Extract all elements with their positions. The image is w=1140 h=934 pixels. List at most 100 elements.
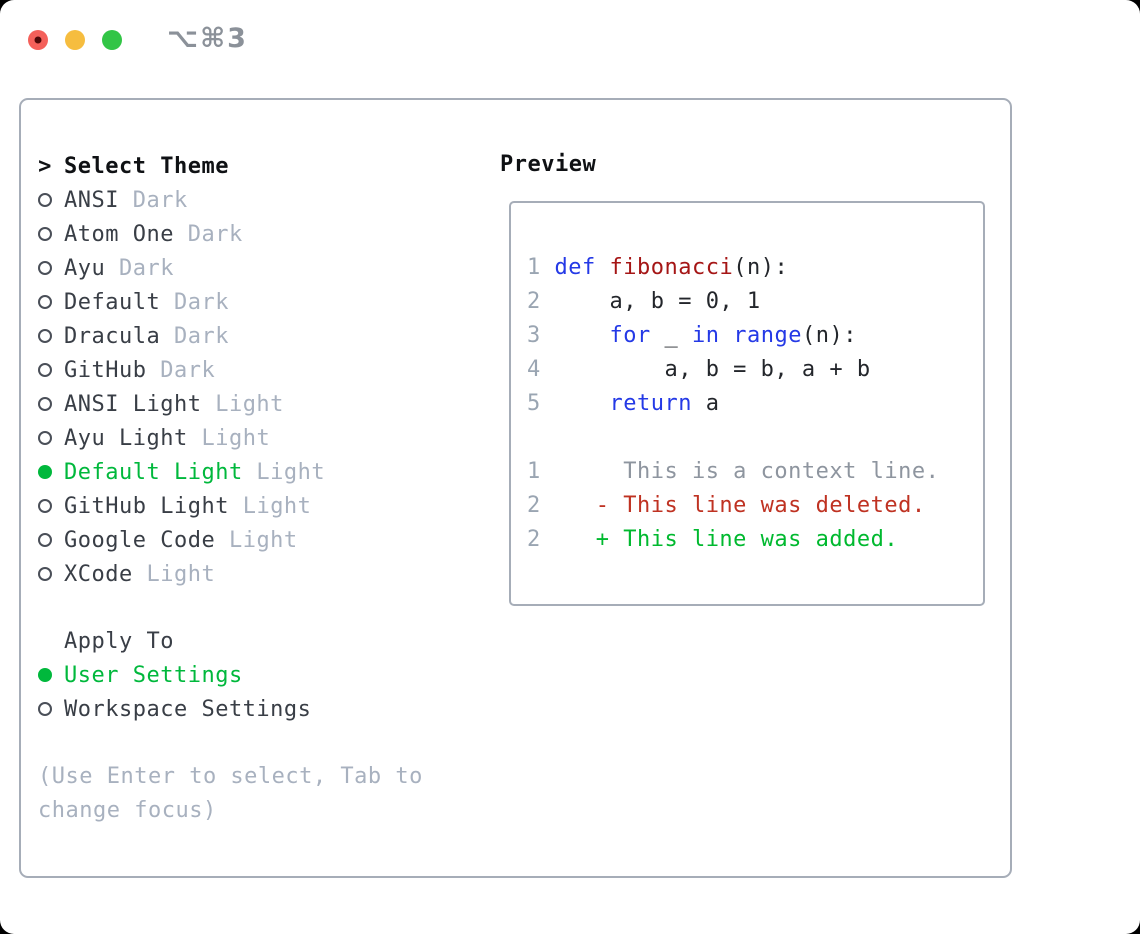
- radio-icon: [38, 431, 52, 445]
- theme-option[interactable]: Ayu Dark: [38, 251, 325, 285]
- option-variant: Dark: [160, 323, 229, 349]
- theme-option[interactable]: ANSI Light Light: [38, 387, 325, 421]
- option-variant: Light: [132, 561, 216, 587]
- code-token: a, b = 0, 1: [540, 289, 761, 314]
- code-token: (n):: [733, 255, 789, 280]
- code-token: return: [609, 391, 692, 416]
- window-title: ⌥⌘3: [167, 23, 248, 54]
- preview-box: [509, 201, 985, 606]
- code-token: in: [691, 323, 720, 348]
- help-text: (Use Enter to select, Tab to change focus…: [38, 760, 423, 828]
- line-number: 2: [527, 527, 541, 552]
- code-token: for: [609, 323, 651, 348]
- radio-icon: [38, 567, 52, 581]
- option-label: User Settings: [64, 662, 243, 688]
- close-button[interactable]: [28, 30, 48, 50]
- radio-icon: [38, 295, 52, 309]
- option-label: Default Light: [64, 459, 243, 485]
- zoom-button[interactable]: [102, 30, 122, 50]
- code-token: a, b = b, a + b: [540, 357, 871, 382]
- radio-icon: [38, 261, 52, 275]
- option-variant: Light: [228, 493, 312, 519]
- option-label: Ayu Light: [64, 425, 188, 451]
- option-label: Ayu: [64, 255, 106, 281]
- line-number: 1: [527, 255, 541, 280]
- apply-to-header-label: Apply To: [64, 628, 174, 654]
- code-token: - This line was deleted.: [540, 493, 926, 518]
- theme-option[interactable]: GitHub Dark: [38, 353, 325, 387]
- radio-icon: [38, 533, 52, 547]
- option-variant: Dark: [105, 255, 174, 281]
- code-token: + This line was added.: [540, 527, 899, 552]
- titlebar: [28, 30, 122, 50]
- option-label: Default: [64, 289, 161, 315]
- line-number: 5: [527, 391, 541, 416]
- code-token: range: [733, 323, 802, 348]
- preview-line: 2 + This line was added.: [527, 523, 939, 557]
- option-variant: Light: [215, 527, 298, 553]
- option-variant: Light: [187, 425, 271, 451]
- code-token: [719, 323, 733, 348]
- line-number: 4: [527, 357, 541, 382]
- theme-selector-panel: [19, 98, 1012, 878]
- preview-line: 3 for _ in range(n):: [527, 319, 939, 353]
- theme-option[interactable]: GitHub Light Light: [38, 489, 325, 523]
- theme-option[interactable]: ANSI Dark: [38, 183, 325, 217]
- code-token: fibonacci: [609, 255, 734, 280]
- code-token: [541, 255, 555, 280]
- code-token: (n):: [801, 323, 857, 348]
- theme-option[interactable]: Dracula Dark: [38, 319, 325, 353]
- option-variant: Light: [242, 459, 326, 485]
- minimize-button[interactable]: [65, 30, 85, 50]
- code-token: def: [554, 255, 596, 280]
- line-number: 2: [527, 493, 541, 518]
- line-number: 1: [527, 459, 541, 484]
- option-label: GitHub Light: [64, 493, 229, 519]
- option-variant: Dark: [173, 221, 243, 247]
- code-token: [541, 391, 610, 416]
- option-label: Google Code: [64, 527, 216, 553]
- radio-selected-icon: [38, 668, 52, 682]
- preview-line: 4 a, b = b, a + b: [527, 353, 939, 387]
- option-label: ANSI Light: [64, 391, 202, 417]
- code-token: [541, 323, 610, 348]
- radio-icon: [38, 329, 52, 343]
- preview-line: [527, 421, 939, 455]
- code-token: [596, 255, 610, 280]
- radio-icon: [38, 702, 52, 716]
- help-text-line: (Use Enter to select, Tab to: [38, 764, 423, 789]
- option-label: GitHub: [64, 357, 147, 383]
- preview-line: 5 return a: [527, 387, 939, 421]
- radio-icon: [38, 227, 52, 241]
- theme-option[interactable]: Atom One Dark: [38, 217, 325, 251]
- theme-option[interactable]: Ayu Light Light: [38, 421, 325, 455]
- code-token: _: [650, 323, 692, 348]
- preview-line: 1 This is a context line.: [527, 455, 939, 489]
- theme-option[interactable]: XCode Light: [38, 557, 325, 591]
- apply-to-option[interactable]: User Settings: [38, 658, 311, 692]
- theme-option[interactable]: Default Light Light: [38, 455, 325, 489]
- apply-to-option[interactable]: Workspace Settings: [38, 692, 311, 726]
- line-number: 2: [527, 289, 541, 314]
- select-theme-header-label: Select Theme: [64, 153, 229, 179]
- theme-option[interactable]: Google Code Light: [38, 523, 325, 557]
- option-variant: Light: [201, 391, 284, 417]
- option-variant: Dark: [118, 187, 188, 213]
- preview-line: 1 def fibonacci(n):: [527, 251, 939, 285]
- radio-icon: [38, 397, 52, 411]
- theme-option[interactable]: Default Dark: [38, 285, 325, 319]
- option-variant: Dark: [160, 289, 229, 315]
- option-label: XCode: [64, 561, 133, 587]
- option-label: Atom One: [64, 221, 174, 247]
- line-number: 3: [527, 323, 541, 348]
- focus-caret-icon: >: [38, 153, 52, 179]
- preview-line: 2 a, b = 0, 1: [527, 285, 939, 319]
- option-label: Workspace Settings: [64, 696, 312, 722]
- code-token: This is a context line.: [540, 459, 940, 484]
- radio-icon: [38, 193, 52, 207]
- help-text-line: change focus): [38, 798, 217, 823]
